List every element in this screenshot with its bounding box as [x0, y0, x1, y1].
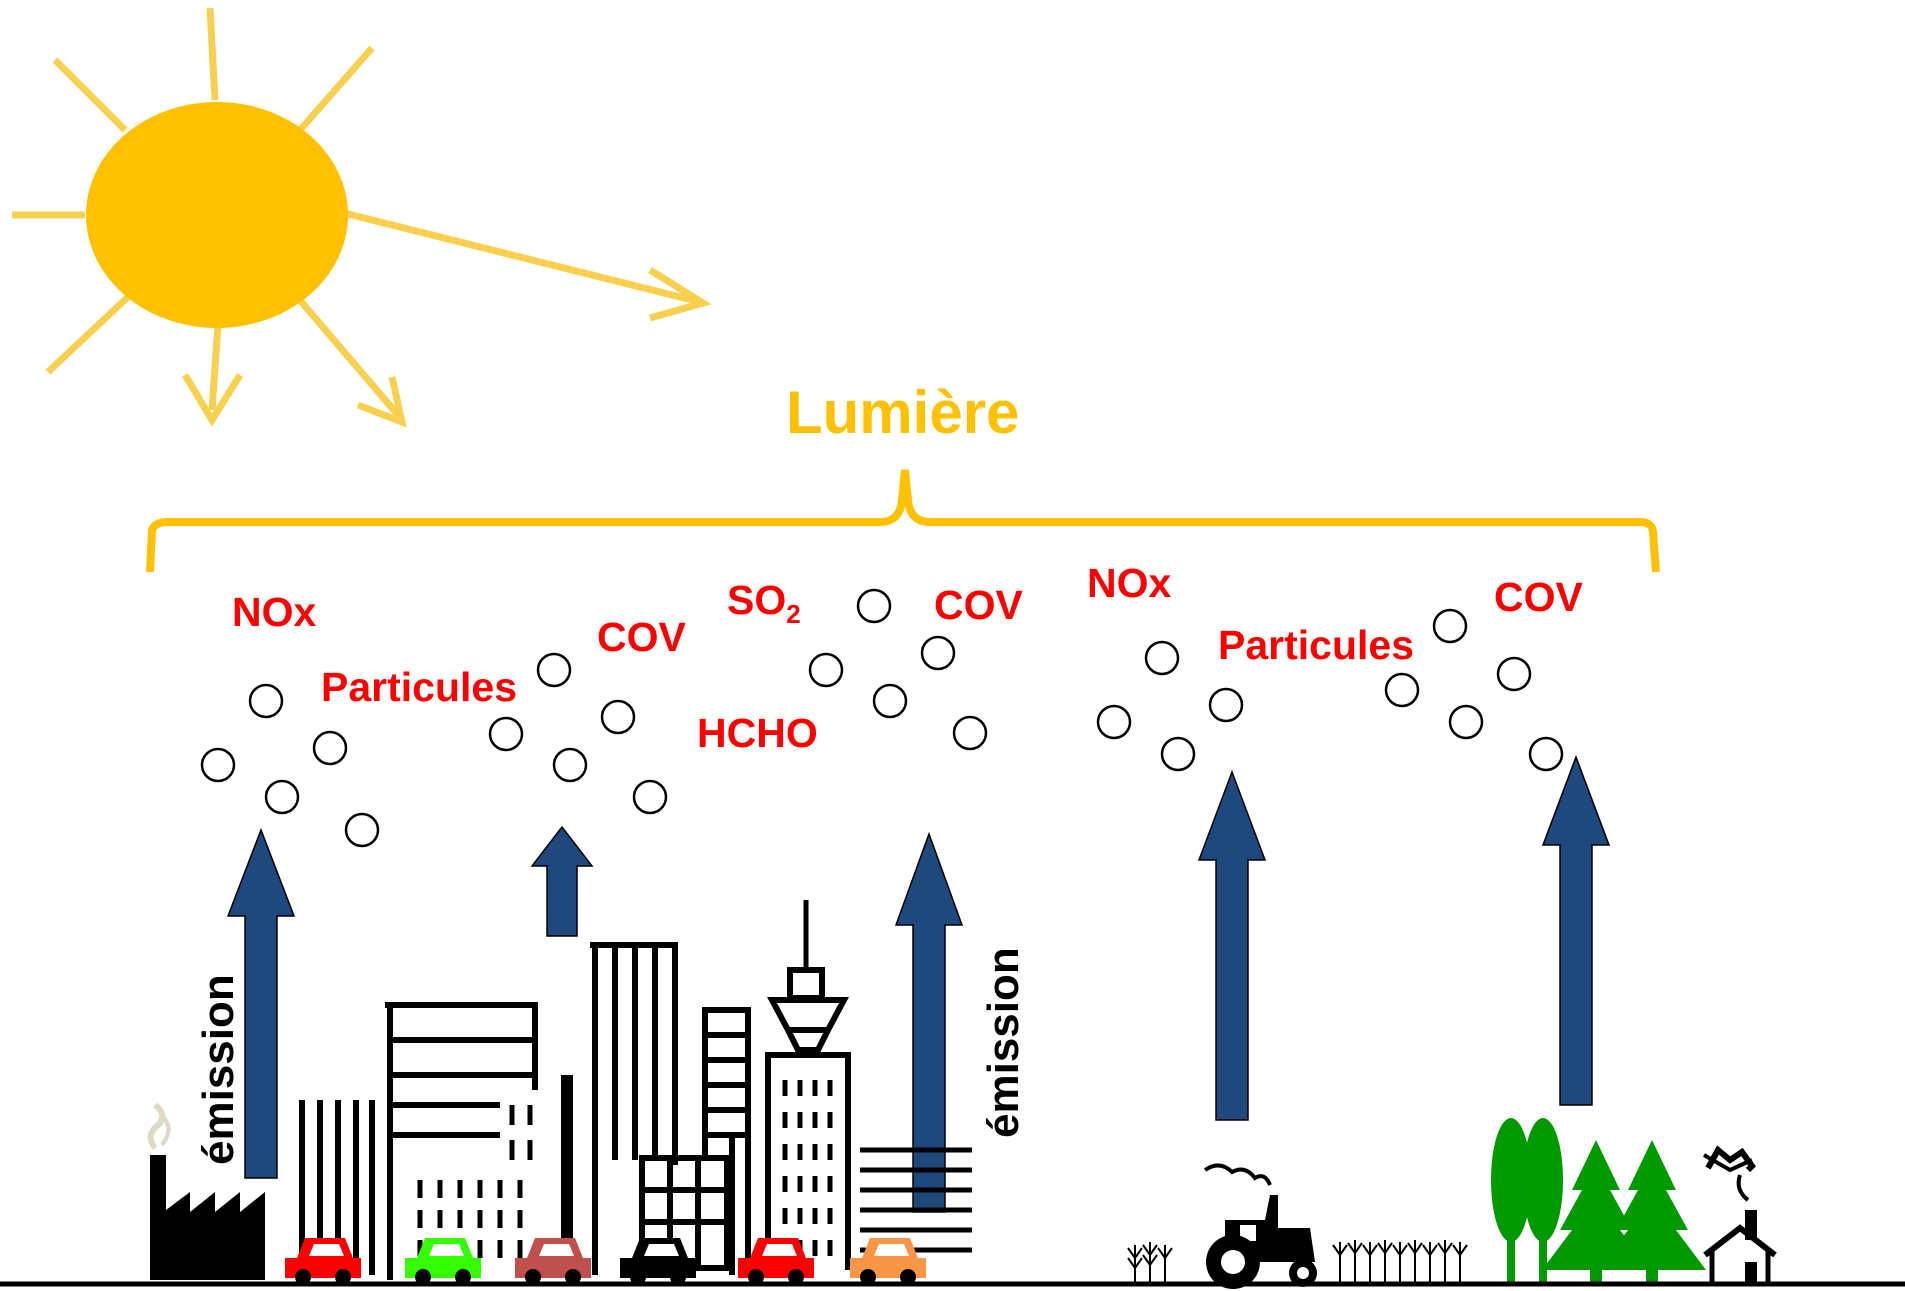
car-icon: [285, 1238, 361, 1285]
label-cov-urban-2: COV: [934, 582, 1023, 628]
label-nox-rural: NOx: [1087, 560, 1172, 606]
emission-arrow-5: [1541, 754, 1611, 1106]
emission-arrow-1: [226, 827, 296, 1179]
label-nox-urban: NOx: [232, 589, 317, 635]
emission-label-left: émission: [194, 974, 243, 1165]
label-hcho: HCHO: [697, 710, 818, 756]
emission-arrow-2: [530, 825, 594, 937]
car-icon: [738, 1238, 814, 1285]
particle-group: [200, 588, 1564, 848]
house-icon: [1703, 1145, 1777, 1287]
emission-arrow-3: [894, 831, 964, 1213]
car-icon: [515, 1238, 591, 1285]
building-5: [702, 1007, 751, 1275]
building-2-windows: [417, 1105, 533, 1258]
building-6: [860, 1147, 972, 1253]
tv-tower: [765, 900, 851, 1275]
car-row: [285, 1238, 926, 1285]
label-so2-subscript: 2: [786, 599, 801, 630]
city-skyline: [299, 900, 972, 1280]
label-cov-rural: COV: [1494, 574, 1583, 620]
light-label: Lumière: [786, 379, 1020, 446]
car-icon: [850, 1238, 926, 1285]
tractor-icon: [1203, 1163, 1317, 1289]
label-so2: SO2: [727, 577, 801, 630]
building-2: [385, 1002, 538, 1280]
light-brace: [146, 469, 1660, 573]
sun-disc: [86, 102, 348, 328]
tv-tower-windows: [782, 1080, 833, 1256]
car-icon: [405, 1238, 481, 1285]
emission-arrow-4: [1197, 769, 1267, 1121]
label-particules-urban: Particules: [321, 664, 517, 710]
sun-icon: [12, 7, 712, 428]
factory-icon: [147, 1102, 265, 1280]
car-icon: [620, 1238, 696, 1285]
emission-label-right: émission: [979, 947, 1028, 1138]
emission-arrows: [226, 754, 1611, 1213]
label-so2-base: SO: [727, 577, 787, 623]
wheat-field-icon: [1127, 1240, 1468, 1282]
label-particules-rural: Particules: [1218, 622, 1414, 668]
label-cov-urban-1: COV: [597, 614, 686, 660]
building-3: [590, 942, 678, 1275]
forest-icon: [1491, 1118, 1706, 1285]
